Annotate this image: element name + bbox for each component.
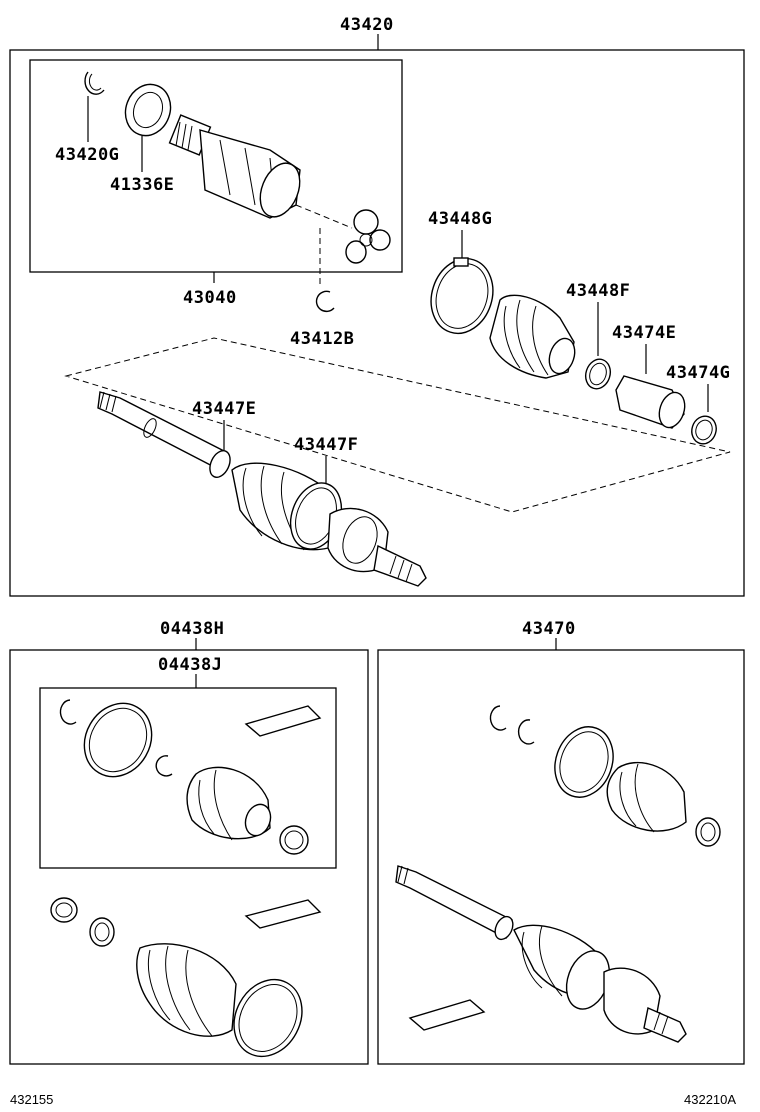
small-clamp-icon [89,917,115,947]
frame-43040 [29,59,403,273]
small-clamp-icon [691,415,717,445]
kit-j-snap-ring-small[interactable] [155,755,173,777]
outboard-joint[interactable] [327,507,427,587]
shaft-kit-clamp-small[interactable] [695,817,721,847]
snap-ring-icon [315,290,335,313]
kit-j-grease-pack[interactable] [244,705,322,737]
label-43474G[interactable]: 43474G [666,363,730,383]
boot-bellows-icon [136,943,237,1037]
shaft-kit-drive-shaft[interactable] [395,865,687,1043]
small-clamp-icon [279,825,309,855]
clamp-band-icon [430,257,494,335]
snap-ring-icon [489,705,507,731]
label-43470[interactable]: 43470 [522,619,576,639]
label-43420G[interactable]: 43420G [55,145,119,165]
label-43420[interactable]: 43420 [340,15,394,35]
dust-seal-icon [124,83,172,137]
label-43474E[interactable]: 43474E [612,323,676,343]
snap-ring-43420G[interactable] [84,71,105,95]
label-43447F[interactable]: 43447F [294,435,358,455]
boot-clamp-43448F[interactable] [582,356,614,392]
dash-joint-tripod [295,204,353,229]
kit-h-boot[interactable] [136,943,237,1037]
shaft-spline-icon [395,865,513,939]
shaft-kit-boot[interactable] [606,761,687,833]
kit-h-grease-pack[interactable] [244,899,322,929]
shaft-kit-snap-ring[interactable] [489,705,507,731]
kit-04438H-group: 04438H 04438J [9,619,369,1069]
label-43448G[interactable]: 43448G [428,209,492,229]
footer-right-code: 432210A [684,1092,736,1107]
grease-pack-icon [244,705,322,737]
snap-ring-icon [84,71,105,95]
footer-left-code: 432155 [10,1092,53,1107]
clamp-band-icon [233,978,303,1058]
kit-j-clamp-small[interactable] [279,825,309,855]
small-clamp-icon [584,358,612,390]
kit-43470-group: 43470 [377,619,745,1065]
boot-bellows-icon [606,761,687,832]
kit-h-clamp-small-2[interactable] [89,917,115,947]
dust-seal-41336E[interactable] [118,78,177,142]
kit-j-snap-ring[interactable] [59,699,77,725]
tripod-roller-icon [353,209,379,235]
boot-43474E[interactable] [615,375,689,431]
shaft-kit-grease-pack[interactable] [408,999,486,1031]
shaft-spline-icon [373,544,427,587]
label-43412B[interactable]: 43412B [290,329,354,349]
snap-ring-icon [517,719,535,745]
inboard-boot[interactable] [489,294,579,379]
label-43040[interactable]: 43040 [183,288,237,308]
kit-j-clamp-large[interactable] [71,691,164,789]
label-04438H[interactable]: 04438H [160,619,224,639]
shaft-kit-clamp-large[interactable] [545,719,622,806]
snap-ring-43412B[interactable] [315,290,335,313]
boot-clamp-43474G[interactable] [688,413,719,447]
grease-pack-icon [244,899,322,929]
frame-04438H [9,649,369,1065]
small-clamp-icon [50,897,78,923]
frame-43420 [9,49,745,597]
assembly-43420-group: 43420 43040 43420G 41336E [9,15,745,597]
grease-pack-icon [408,999,486,1031]
label-43448F[interactable]: 43448F [566,281,630,301]
small-clamp-icon [695,817,721,847]
inboard-joint-housing[interactable] [168,114,308,223]
kit-h-clamp-small-1[interactable] [50,897,78,923]
shaft-kit-snap-ring-2[interactable] [517,719,535,745]
clamp-band-icon [554,726,614,798]
frame-43470 [377,649,745,1065]
kit-j-boot[interactable] [186,766,275,841]
kit-h-clamp-large[interactable] [221,968,315,1069]
tripod-joint[interactable] [345,209,391,264]
label-43447E[interactable]: 43447E [192,399,256,419]
label-41336E[interactable]: 41336E [110,175,174,195]
snap-ring-icon [155,755,173,777]
snap-ring-icon [59,699,77,725]
clamp-band-icon [83,702,153,778]
dash-enclosure [64,337,731,513]
outboard-clamp-43447E[interactable] [206,448,234,481]
boot-clamp-43448G[interactable] [422,251,503,342]
label-04438J[interactable]: 04438J [158,655,222,675]
frame-04438J [39,687,337,869]
clamp-band-icon [209,450,231,478]
